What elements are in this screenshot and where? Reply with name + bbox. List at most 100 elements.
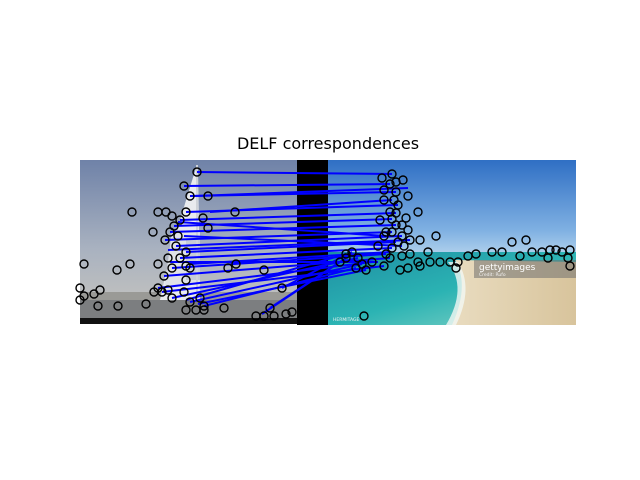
keypoint-marker <box>160 235 170 245</box>
match-line <box>196 171 393 175</box>
keypoint-marker <box>395 265 405 275</box>
keypoint-marker <box>527 247 537 257</box>
keypoint-marker <box>521 235 531 245</box>
keypoint-marker <box>507 237 517 247</box>
keypoint-marker <box>351 263 361 273</box>
keypoint-marker <box>198 213 208 223</box>
keypoint-marker <box>175 215 185 225</box>
keypoint-marker <box>415 235 425 245</box>
getty-watermark: gettyimages <box>479 263 536 273</box>
keypoint-marker <box>179 181 189 191</box>
keypoint-marker <box>367 257 377 267</box>
keypoint-marker <box>199 301 209 311</box>
keypoint-marker <box>192 167 202 177</box>
keypoint-marker <box>487 247 497 257</box>
keypoint-marker <box>415 261 425 271</box>
keypoint-marker <box>223 263 233 273</box>
keypoint-marker <box>379 261 389 271</box>
keypoint-marker <box>423 247 433 257</box>
keypoint-marker <box>203 223 213 233</box>
keypoint-marker <box>287 307 297 317</box>
keypoint-marker <box>405 249 415 259</box>
keypoint-marker <box>173 231 183 241</box>
keypoint-marker <box>199 305 209 315</box>
keypoint-marker <box>163 285 173 295</box>
getty-watermark-credit: Credit: Rufo <box>479 272 506 278</box>
keypoint-marker <box>359 311 369 321</box>
keypoint-marker <box>425 257 435 267</box>
left-photo <box>80 160 297 324</box>
keypoint-marker <box>167 211 177 221</box>
keypoint-marker <box>451 263 461 273</box>
keypoint-marker <box>399 241 409 251</box>
match-line <box>189 263 363 303</box>
keypoint-marker <box>543 253 553 263</box>
keypoint-marker <box>181 275 191 285</box>
keypoint-marker <box>391 220 401 230</box>
match-line <box>209 199 393 213</box>
keypoint-marker <box>373 241 383 251</box>
keypoint-marker <box>405 235 415 245</box>
keypoint-marker <box>153 259 163 269</box>
keypoint-marker <box>375 215 385 225</box>
keypoint-marker <box>175 253 185 263</box>
keypoint-marker <box>403 191 413 201</box>
keypoint-marker <box>159 271 169 281</box>
keypoint-marker <box>403 225 413 235</box>
keypoint-marker <box>148 227 158 237</box>
keypoint-marker <box>398 175 408 185</box>
keypoint-marker <box>181 305 191 315</box>
keypoint-marker <box>231 259 241 269</box>
keypoint-marker <box>401 213 411 223</box>
keypoint-marker <box>387 169 397 179</box>
keypoint-marker <box>167 293 177 303</box>
keypoint-marker <box>281 309 291 319</box>
keypoint-marker <box>565 261 575 271</box>
keypoint-marker <box>167 263 177 273</box>
keypoint-marker <box>185 263 195 273</box>
keypoint-marker <box>515 251 525 261</box>
match-line <box>179 212 397 221</box>
keypoint-marker <box>185 297 195 307</box>
match-line <box>157 261 373 289</box>
keypoint-marker <box>431 231 441 241</box>
keypoint-marker <box>181 247 191 257</box>
keypoint-marker <box>277 283 287 293</box>
keypoint-marker <box>163 253 173 263</box>
keypoint-marker <box>565 245 575 255</box>
keypoint-marker <box>435 257 445 267</box>
keypoint-marker <box>259 265 269 275</box>
keypoint-marker <box>379 185 389 195</box>
keypoint-marker <box>389 195 399 205</box>
keypoint-marker <box>75 295 85 305</box>
keypoint-marker <box>79 259 89 269</box>
keypoint-marker <box>377 173 387 183</box>
keypoints <box>75 167 575 321</box>
keypoint-marker <box>397 220 407 230</box>
keypoint-marker <box>113 301 123 311</box>
keypoint-marker <box>453 257 463 267</box>
keypoint-marker <box>347 247 357 257</box>
keypoint-marker <box>387 227 397 237</box>
keypoint-marker <box>230 207 240 217</box>
keypoint-marker <box>385 179 395 189</box>
keypoint-marker <box>171 241 181 251</box>
match-line <box>193 187 409 197</box>
keypoint-marker <box>95 285 105 295</box>
keypoint-marker <box>125 259 135 269</box>
match-line <box>167 239 411 251</box>
match-line <box>177 221 387 237</box>
keypoint-marker <box>387 243 397 253</box>
keypoint-marker <box>341 249 351 259</box>
keypoint-marker <box>179 287 189 297</box>
keypoint-marker <box>335 257 345 267</box>
keypoint-marker <box>379 195 389 205</box>
keypoint-marker <box>149 287 159 297</box>
keypoint-marker <box>265 303 275 313</box>
match-line <box>179 247 393 259</box>
keypoint-marker <box>195 293 205 303</box>
keypoint-marker <box>379 231 389 241</box>
keypoint-marker <box>141 299 151 309</box>
keypoint-marker <box>385 253 395 263</box>
